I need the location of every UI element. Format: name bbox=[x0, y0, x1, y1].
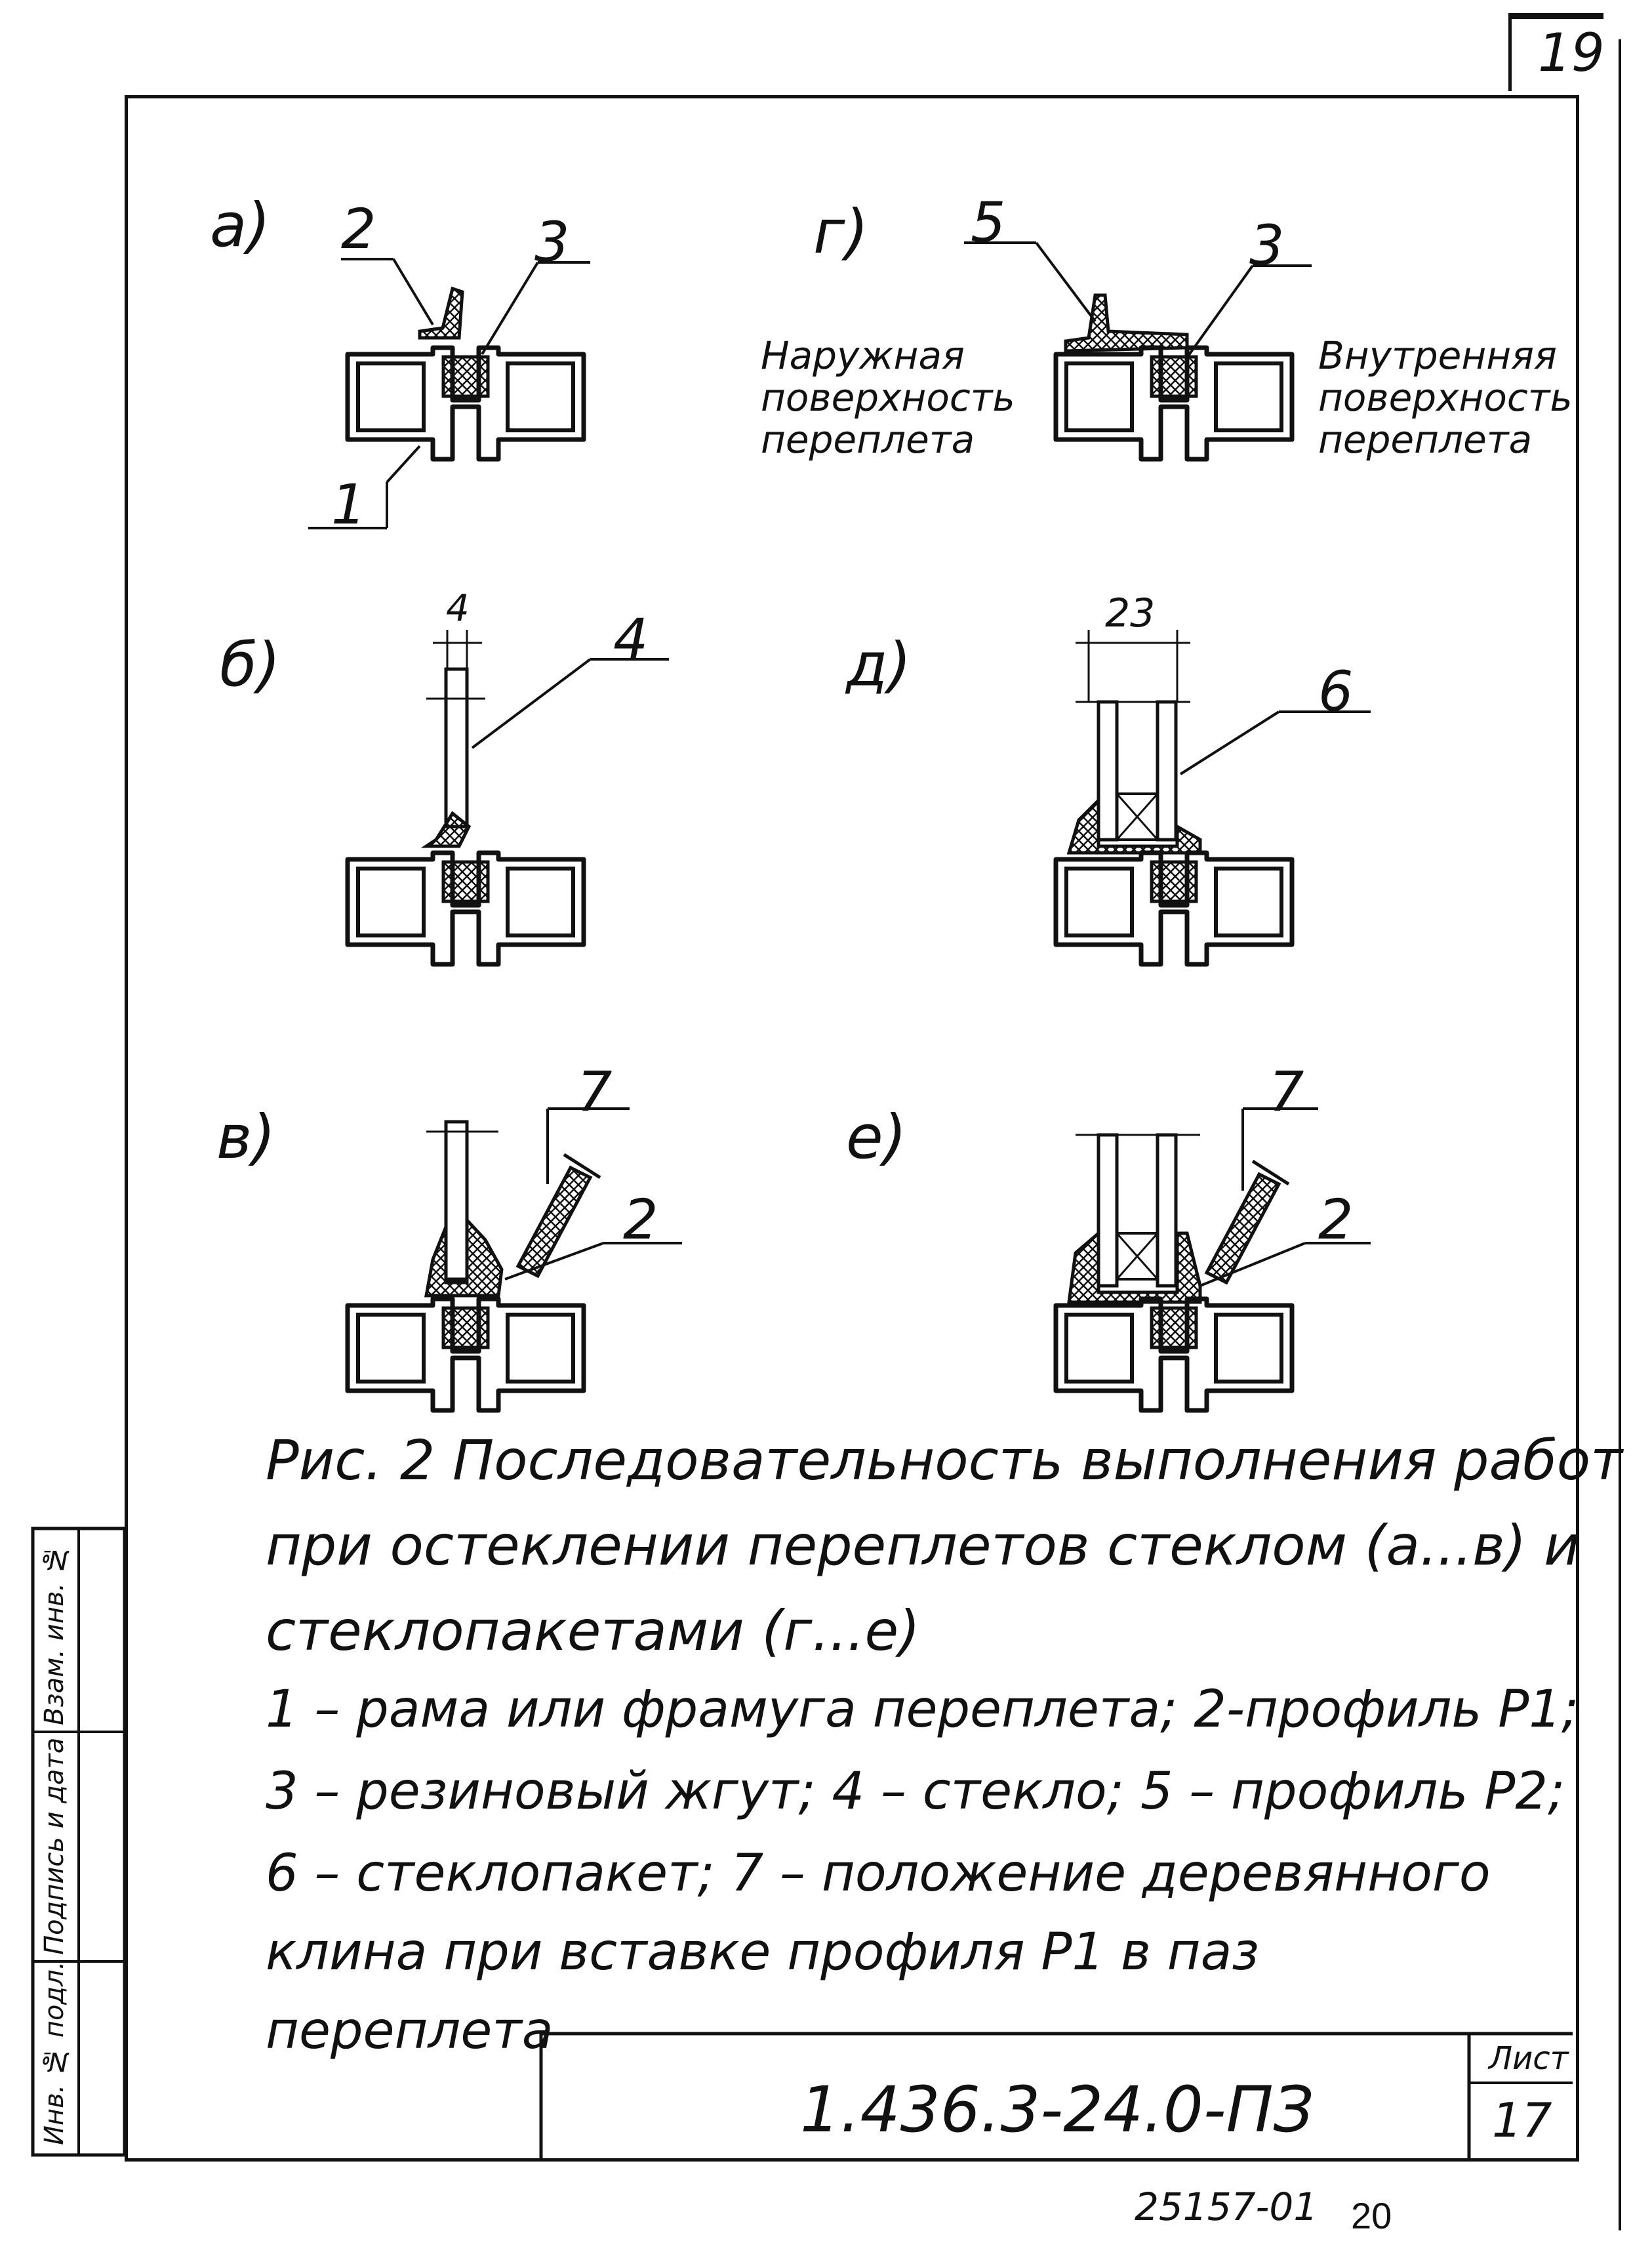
figure-a-callout-3: 3 bbox=[534, 210, 570, 274]
figure-caption-line-2: при остеклении переплетов стеклом (а...в… bbox=[266, 1513, 1580, 1578]
figure-caption-line-3: стеклопакетами (г...е) bbox=[266, 1599, 920, 1663]
figure-caption-line-1: Рис. 2 Последовательность выполнения раб… bbox=[266, 1428, 1623, 1492]
figure-v-drawing bbox=[348, 1107, 682, 1410]
figure-e-label: е) bbox=[846, 1102, 907, 1172]
legend-line-5: переплета bbox=[266, 2001, 554, 2061]
figure-b-dimension-4: 4 bbox=[446, 587, 470, 630]
figure-v-callout-7: 7 bbox=[577, 1059, 613, 1124]
figure-b-callout-4: 4 bbox=[613, 607, 649, 671]
figure-d-callout-6: 6 bbox=[1318, 659, 1354, 724]
margin-line bbox=[1619, 39, 1621, 2230]
legend-line-2: 3 – резиновый жгут; 4 – стекло; 5 – проф… bbox=[266, 1762, 1565, 1821]
figure-e-drawing bbox=[1056, 1107, 1371, 1410]
figure-e-callout-2: 2 bbox=[1318, 1187, 1354, 1252]
figure-d-dimension-23: 23 bbox=[1105, 590, 1156, 636]
page-number: 19 bbox=[1538, 22, 1605, 83]
legend-line-4: клина при вставке профиля Р1 в паз bbox=[266, 1923, 1259, 1982]
figure-v-callout-2: 2 bbox=[623, 1187, 658, 1252]
document-designation: 1.436.3-24.0-ПЗ bbox=[800, 2073, 1314, 2146]
figure-g-callout-3: 3 bbox=[1249, 213, 1285, 277]
legend-line-1: 1 – рама или фрамуга переплета; 2-профил… bbox=[266, 1680, 1579, 1739]
legend-line-3: 6 – стеклопакет; 7 – положение деревянно… bbox=[266, 1844, 1491, 1903]
figure-d-drawing bbox=[1056, 630, 1371, 964]
scan-page-number: 20 bbox=[1351, 2195, 1392, 2236]
figure-a-label: а) bbox=[210, 190, 271, 260]
figure-b-drawing bbox=[348, 630, 669, 964]
title-block-grid bbox=[539, 2032, 1573, 2158]
figure-g-callout-5: 5 bbox=[971, 190, 1006, 255]
figure-b-label: б) bbox=[220, 630, 281, 700]
side-stamp-inv-original: Инв. № подл. bbox=[39, 1961, 70, 2145]
figure-g-label: г) bbox=[813, 197, 869, 267]
inner-surface-label: Внутренняя поверхность переплета bbox=[1318, 333, 1573, 462]
side-stamp-grid bbox=[31, 1527, 127, 2157]
figure-a-callout-2: 2 bbox=[341, 197, 376, 261]
figure-a-drawing bbox=[308, 258, 590, 529]
side-stamp-signature-date: Подпись и дата bbox=[39, 1737, 70, 1955]
figure-a-callout-1: 1 bbox=[331, 472, 367, 537]
outer-surface-label: Наружная поверхность переплета bbox=[761, 333, 1015, 462]
figure-e-callout-7: 7 bbox=[1269, 1059, 1304, 1124]
figure-d-label: д) bbox=[846, 630, 912, 700]
side-stamp-replaced-inv: Взам. инв. № bbox=[39, 1544, 70, 1725]
archive-code: 25157-01 bbox=[1135, 2184, 1318, 2229]
page-number-box: 19 bbox=[1508, 13, 1605, 91]
figure-v-label: в) bbox=[216, 1102, 276, 1172]
drawing-frame bbox=[125, 95, 1579, 2162]
sheet-label: Лист bbox=[1489, 2040, 1569, 2077]
sheet-number: 17 bbox=[1492, 2093, 1552, 2148]
figure-g-drawing bbox=[964, 241, 1312, 459]
